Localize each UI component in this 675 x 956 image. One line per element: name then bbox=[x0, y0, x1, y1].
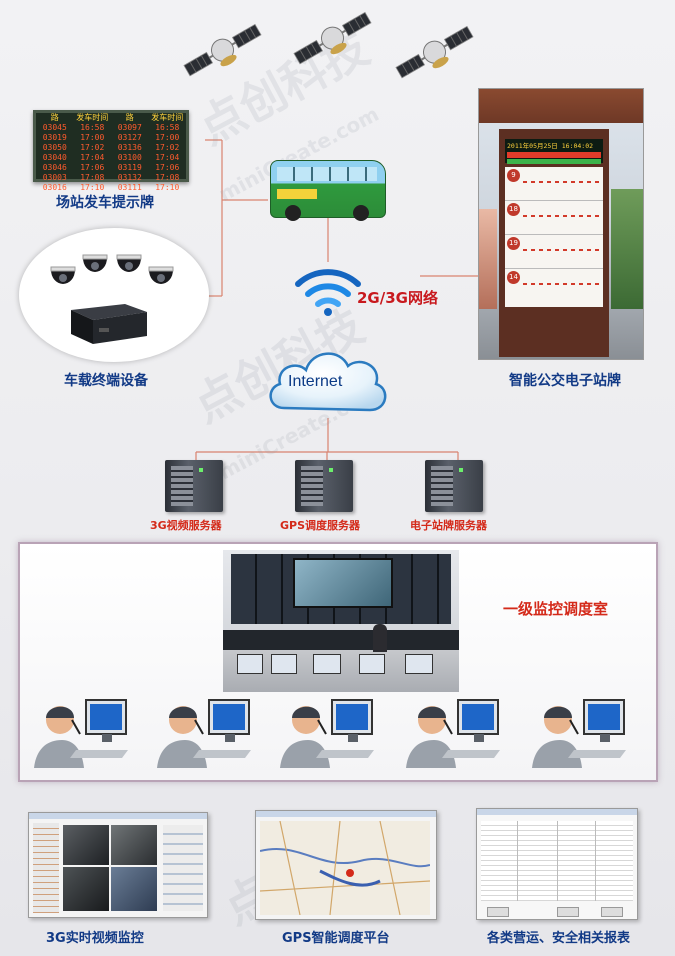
board-cell: 03016 bbox=[42, 183, 67, 192]
board-cell: 03127 bbox=[117, 133, 142, 142]
dvr-box-icon bbox=[71, 304, 147, 344]
board-header: 路 发车时间 路 发车时间 bbox=[36, 113, 186, 123]
board-cell: 17:04 bbox=[80, 153, 105, 162]
board-cell: 17:02 bbox=[80, 143, 105, 152]
board-cell: 17:10 bbox=[155, 183, 180, 192]
board-cell: 17:04 bbox=[155, 153, 180, 162]
video-feed bbox=[63, 825, 109, 865]
camera-icon bbox=[148, 266, 174, 284]
satellite-icon bbox=[293, 11, 372, 65]
departure-board-label: 场站发车提示牌 bbox=[56, 195, 154, 211]
board-row: 03003 17:08 03132 17:08 bbox=[36, 173, 186, 183]
board-cell: 03045 bbox=[42, 123, 67, 132]
control-room-photo bbox=[223, 550, 459, 692]
operator-icon bbox=[34, 699, 128, 768]
camera-icon bbox=[82, 254, 108, 272]
board-cell: 17:06 bbox=[155, 163, 180, 172]
board-cell: 03111 bbox=[117, 183, 142, 192]
control-room-panel: 一级监控调度室 bbox=[18, 542, 658, 782]
server-video-label: 3G视频服务器 bbox=[150, 519, 222, 532]
board-cell: 03046 bbox=[42, 163, 67, 172]
route-row: 19 bbox=[505, 235, 603, 269]
board-cell: 03136 bbox=[117, 143, 142, 152]
video-monitor-label: 3G实时视频监控 bbox=[46, 931, 144, 946]
stop-route-panel: 9 18 19 14 bbox=[505, 167, 603, 307]
smart-stop-photo: 2011年05月25日 16:04:02 9 18 19 14 bbox=[478, 88, 644, 360]
board-cell: 17:00 bbox=[80, 133, 105, 142]
board-header-cell: 路 bbox=[50, 113, 59, 122]
board-row: 03016 17:10 03111 17:10 bbox=[36, 183, 186, 193]
reports-screenshot bbox=[476, 808, 638, 920]
board-cell: 17:08 bbox=[80, 173, 105, 182]
board-row: 03045 16:58 03097 16:58 bbox=[36, 123, 186, 133]
server-tower-icon bbox=[165, 460, 223, 512]
board-cell: 03003 bbox=[42, 173, 67, 182]
board-row: 03050 17:02 03136 17:02 bbox=[36, 143, 186, 153]
operator-icon bbox=[406, 699, 500, 768]
gps-platform-screenshot bbox=[255, 810, 437, 920]
reports-label: 各类营运、安全相关报表 bbox=[487, 931, 631, 946]
board-header-cell: 路 bbox=[125, 113, 134, 122]
route-number: 14 bbox=[507, 271, 520, 284]
vehicle-terminal-image bbox=[19, 228, 209, 362]
camera-icon bbox=[116, 254, 142, 272]
board-cell: 16:58 bbox=[155, 123, 180, 132]
board-cell: 03100 bbox=[117, 153, 142, 162]
operator-icon bbox=[532, 699, 626, 768]
board-row: 03019 17:00 03127 17:00 bbox=[36, 133, 186, 143]
video-feed bbox=[111, 867, 157, 911]
board-cell: 17:02 bbox=[155, 143, 180, 152]
operator-icon bbox=[280, 699, 374, 768]
route-number: 9 bbox=[507, 169, 520, 182]
server-stop-label: 电子站牌服务器 bbox=[410, 519, 487, 532]
bus-image bbox=[270, 160, 386, 221]
video-feed bbox=[63, 867, 109, 911]
vehicle-terminal-label: 车载终端设备 bbox=[64, 373, 148, 389]
video-feed bbox=[111, 825, 157, 865]
board-cell: 03132 bbox=[117, 173, 142, 182]
video-monitor-screenshot bbox=[28, 812, 208, 918]
route-number: 19 bbox=[507, 237, 520, 250]
route-row: 9 bbox=[505, 167, 603, 201]
board-cell: 17:00 bbox=[155, 133, 180, 142]
cloud-icon bbox=[269, 352, 387, 412]
route-number: 18 bbox=[507, 203, 520, 216]
route-row: 14 bbox=[505, 269, 603, 302]
board-cell: 03040 bbox=[42, 153, 67, 162]
internet-label: Internet bbox=[288, 373, 343, 390]
map-icon bbox=[260, 821, 430, 915]
board-cell: 16:58 bbox=[80, 123, 105, 132]
control-room-label: 一级监控调度室 bbox=[503, 600, 609, 618]
route-row: 18 bbox=[505, 201, 603, 235]
departure-board: 路 发车时间 路 发车时间 03045 16:58 03097 16:58 03… bbox=[33, 110, 189, 192]
wifi-icon bbox=[295, 269, 361, 316]
board-cell: 03119 bbox=[117, 163, 142, 172]
gps-platform-label: GPS智能调度平台 bbox=[282, 931, 390, 946]
server-tower-icon bbox=[295, 460, 353, 512]
board-row: 03040 17:04 03100 17:04 bbox=[36, 153, 186, 163]
board-cell: 03050 bbox=[42, 143, 67, 152]
board-cell: 17:08 bbox=[155, 173, 180, 182]
stop-sign-datetime: 2011年05月25日 16:04:02 bbox=[507, 142, 594, 150]
board-cell: 17:06 bbox=[80, 163, 105, 172]
smart-stop-label: 智能公交电子站牌 bbox=[509, 373, 621, 389]
camera-icon bbox=[50, 266, 76, 284]
board-row: 03046 17:06 03119 17:06 bbox=[36, 163, 186, 173]
server-gps-label: GPS调度服务器 bbox=[280, 519, 361, 532]
server-tower-icon bbox=[425, 460, 483, 512]
board-cell: 03019 bbox=[42, 133, 67, 142]
board-header-cell: 发车时间 bbox=[151, 113, 184, 122]
board-cell: 17:10 bbox=[80, 183, 105, 192]
satellite-icon bbox=[395, 25, 474, 79]
board-header-cell: 发车时间 bbox=[76, 113, 109, 122]
stop-sign-screen: 2011年05月25日 16:04:02 bbox=[505, 139, 603, 164]
board-cell: 03097 bbox=[117, 123, 142, 132]
network-label: 2G/3G网络 bbox=[357, 289, 438, 307]
satellite-icon bbox=[183, 23, 262, 77]
operator-icon bbox=[157, 699, 251, 768]
